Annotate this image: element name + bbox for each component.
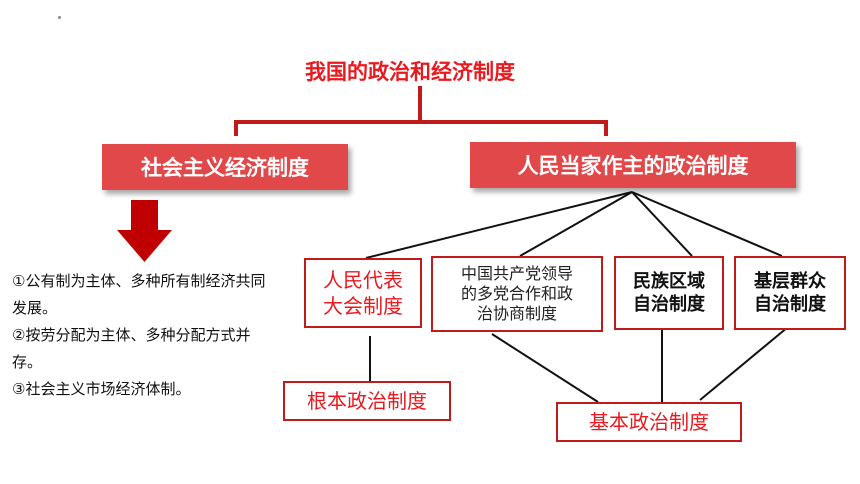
basic-political-system-box: 基本政治制度 xyxy=(556,402,742,442)
diagram-title: 我国的政治和经济制度 xyxy=(305,60,515,84)
multiparty-cooperation-box: 中国共产党领导 的多党合作和政 治协商制度 xyxy=(431,256,603,332)
political-system-header: 人民当家作主的政治制度 xyxy=(470,142,796,188)
economic-system-header: 社会主义经济制度 xyxy=(102,144,348,190)
slide-dot xyxy=(58,16,61,19)
bracket-connector xyxy=(234,86,608,136)
ethnic-autonomy-box: 民族区域 自治制度 xyxy=(614,256,724,330)
list-item: ②按劳分配为主体、多种分配方式并存。 xyxy=(12,326,251,371)
fundamental-political-system-box: 根本政治制度 xyxy=(283,381,451,421)
npc-system-box: 人民代表 大会制度 xyxy=(304,258,422,328)
grassroots-autonomy-box: 基层群众 自治制度 xyxy=(734,256,846,330)
down-arrow-icon xyxy=(117,200,172,262)
list-item: ③社会主义市场经济体制。 xyxy=(12,380,191,398)
list-item: ①公有制为主体、多种所有制经济共同发展。 xyxy=(12,272,266,317)
economic-items-list: ①公有制为主体、多种所有制经济共同发展。 ②按劳分配为主体、多种分配方式并存。 … xyxy=(12,268,274,403)
